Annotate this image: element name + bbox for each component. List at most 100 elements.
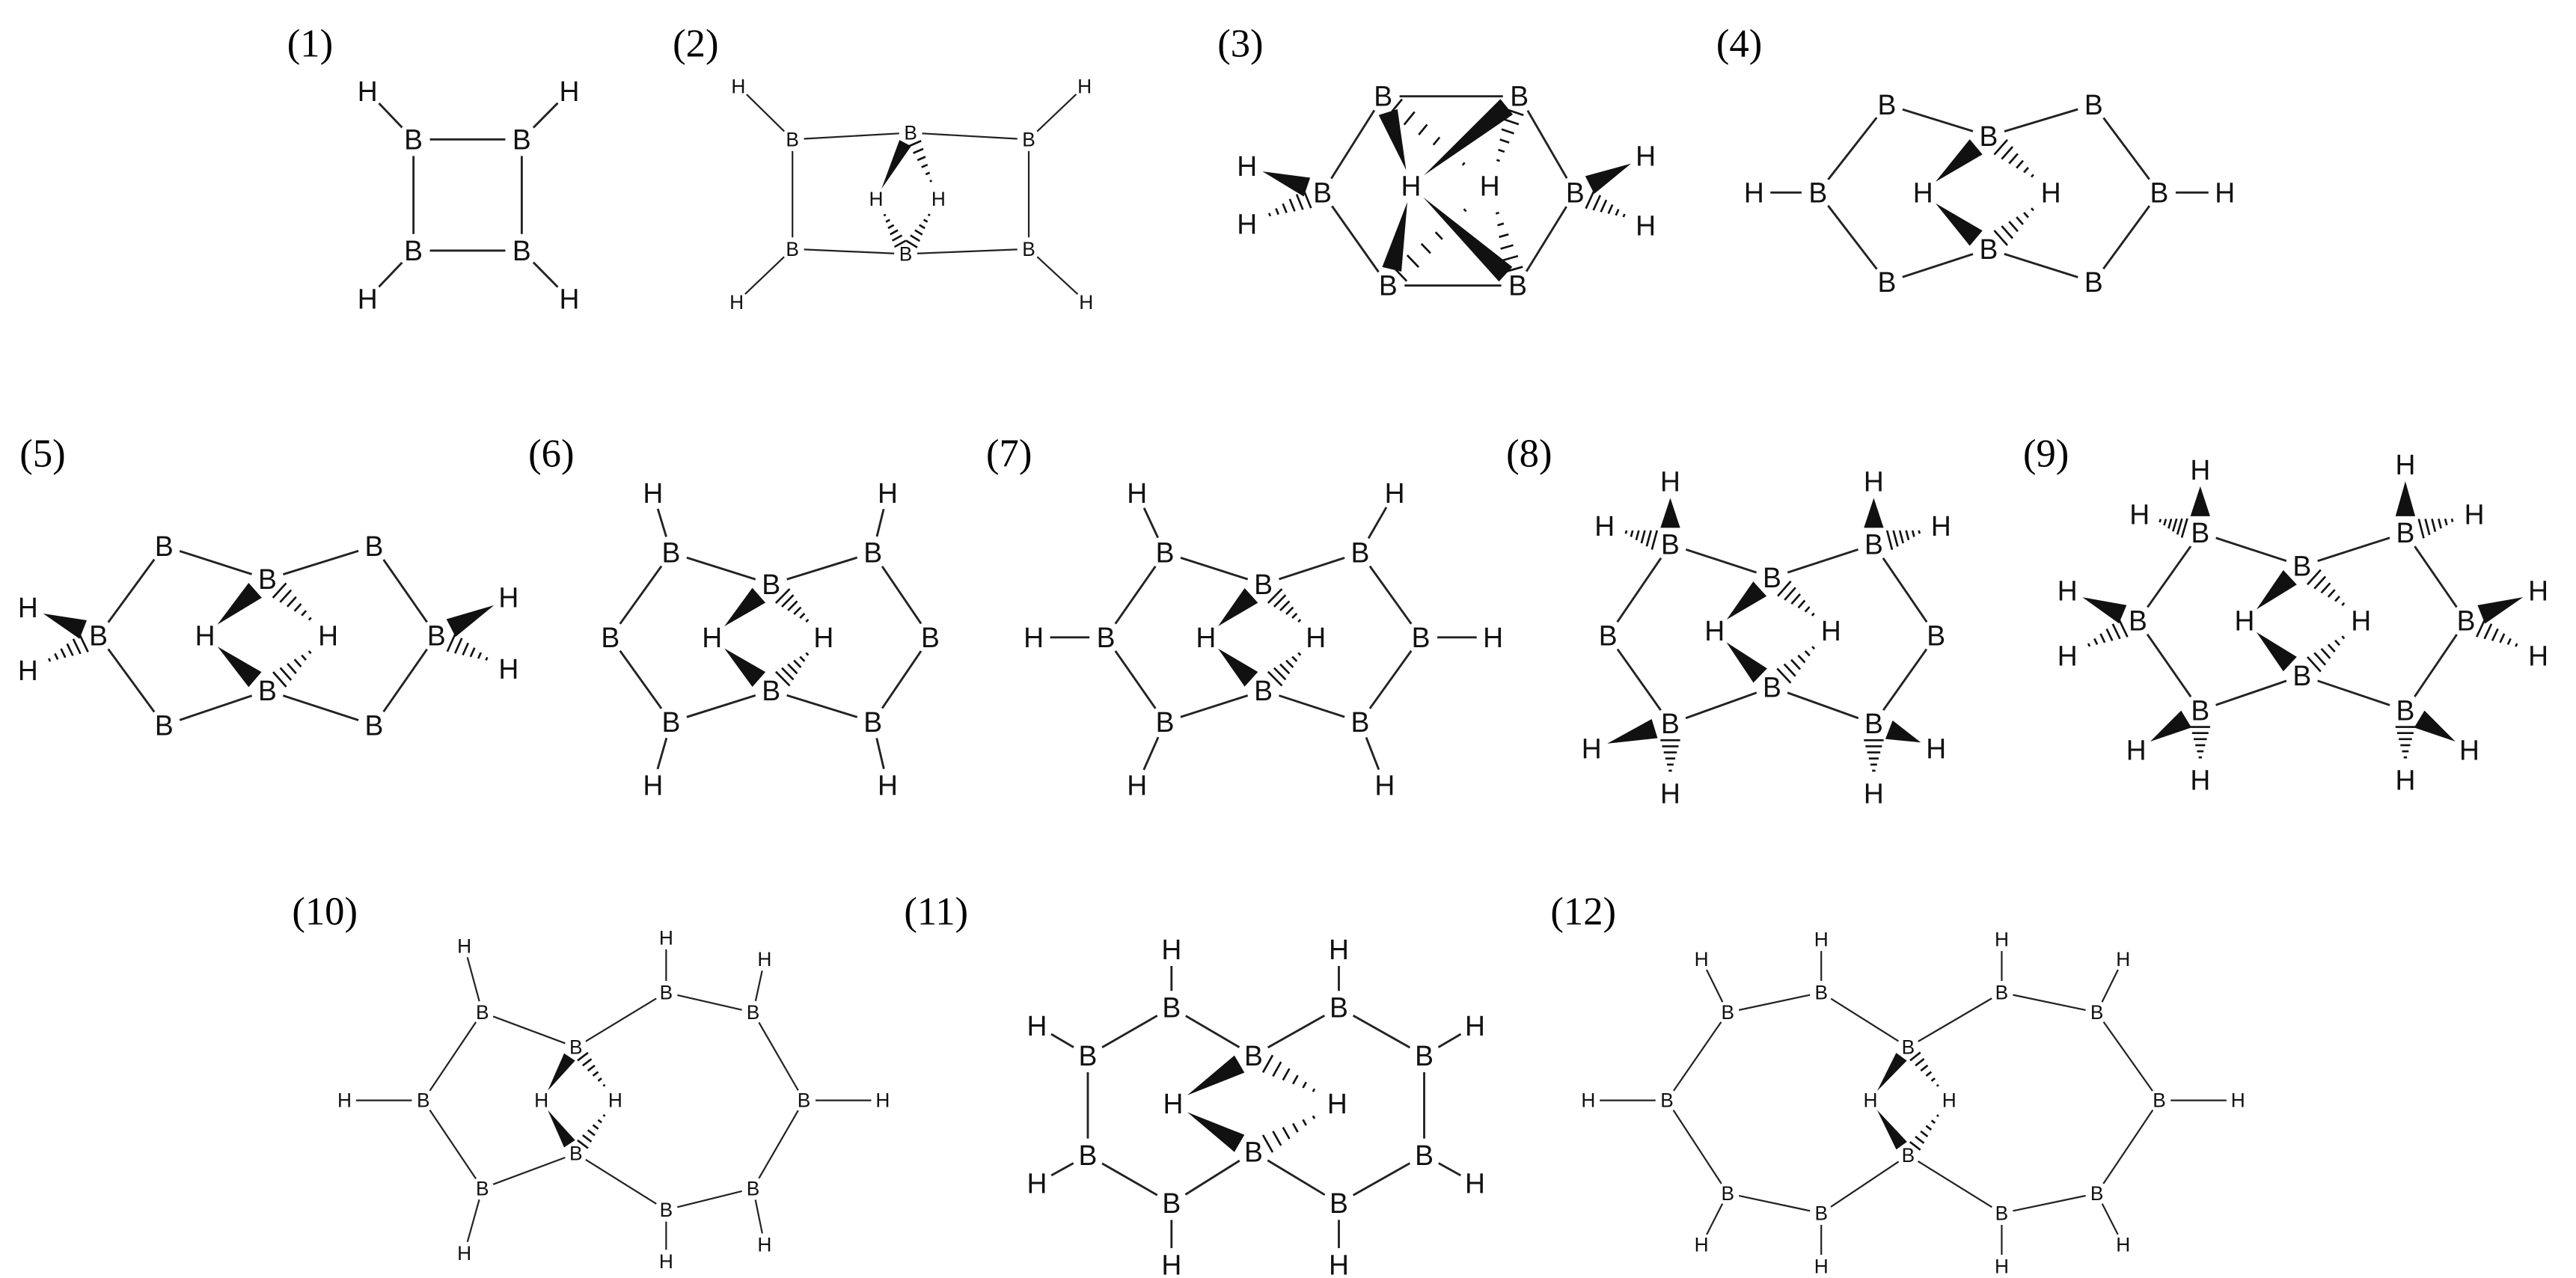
hash-stroke [2176,518,2183,535]
hash-stroke [1784,587,1796,601]
hydrogen-atom: H [729,291,744,314]
hash-bond [272,650,312,688]
hydrogen-atom: H [757,1234,771,1256]
wedge-bond [724,587,766,627]
hydrogen-atom: H [2129,499,2150,531]
boron-atom: B [404,123,423,155]
bond [2102,117,2150,180]
hash-stroke [1499,138,1510,144]
structure-label: (10) [292,890,358,933]
wedge-bond [1660,498,1680,528]
hydrogen-atom: H [498,653,518,685]
bond [107,558,156,623]
hydrogen-atom: H [1374,769,1395,801]
hash-stroke [301,610,308,617]
hash-stroke [602,1113,606,1117]
bond [2414,634,2458,697]
boron-atom: B [1995,981,2009,1003]
structure-label: (6) [528,432,574,475]
hash-stroke [2417,519,2425,539]
hydrogen-atom: H [1636,140,1656,171]
hash-stroke [1279,600,1291,611]
boron-atom: B [1878,266,1897,298]
bond [382,648,428,713]
bond [2146,633,2192,698]
bond [1525,206,1567,272]
bond [2101,969,2119,1003]
hash-stroke [1297,652,1302,656]
boron-atom: B [786,128,799,150]
hash-stroke [301,654,307,661]
hash-stroke [2444,519,2448,526]
hash-stroke [592,1124,599,1130]
boron-atom: B [1022,128,1035,150]
boron-atom: B [417,1089,430,1112]
boron-atom: B [1508,269,1527,301]
hash-stroke [582,1134,593,1143]
hash-stroke [47,658,52,662]
hydrogen-atom: H [1401,170,1422,201]
bond [922,132,1018,140]
wedge-bond [1876,1110,1907,1150]
bond [2102,1109,2154,1184]
hash-bond [1267,588,1302,623]
hydrogen-atom: H [2459,734,2479,765]
hash-stroke [923,218,928,223]
boron-atom: B [2129,605,2147,636]
boron-atom: B [1244,1040,1263,1071]
boron-atom: B [513,123,531,155]
hash-stroke [1504,108,1524,117]
boron-atom: B [1415,1040,1434,1071]
wedge-bond [2414,710,2456,742]
hydrogen-atom: H [1327,1088,1347,1119]
hash-stroke [1797,654,1806,664]
bond [1368,565,1413,625]
wedge-bond [217,583,262,625]
boron-atom: B [2292,550,2311,581]
bond [1279,557,1345,581]
boron-atom: B [1979,120,1998,152]
hash-stroke [60,648,67,658]
hash-stroke [602,1083,606,1087]
boron-atom: B [2150,177,2169,208]
hash-stroke [577,1139,589,1149]
hash-stroke [799,612,806,619]
bond [466,957,480,1002]
boron-atom: B [1412,622,1431,653]
bond [1050,1033,1074,1048]
hash-stroke [1635,530,1640,541]
wedge-bond [217,646,262,688]
hash-bond [446,633,489,661]
hash-stroke [1463,208,1467,213]
hash-stroke [787,663,798,675]
bond [1827,117,1878,180]
hydrogen-atom: H [1995,928,2009,950]
boron-atom: B [1878,89,1897,120]
hash-stroke [308,617,312,621]
bond [2013,1194,2086,1212]
hash-bond [577,1113,606,1149]
wedge-bond [1423,197,1513,282]
bond [107,648,156,713]
boron-atom: B [569,1143,583,1165]
hash-stroke [1607,204,1614,215]
hash-stroke [2023,167,2029,174]
bond [1685,548,1757,574]
hash-stroke [1920,1064,1929,1072]
boron-atom: B [427,620,446,651]
hash-stroke [587,1129,596,1137]
hash-stroke [587,1064,596,1072]
hash-bond [2395,726,2416,759]
boron-atom: B [1660,1089,1674,1112]
boron-atom: B [2090,1182,2104,1205]
hash-stroke [1295,194,1304,210]
boron-atom: B [899,242,913,265]
bond [1279,694,1345,718]
hash-stroke [1302,1119,1307,1126]
hash-stroke [1273,667,1287,681]
hash-bond [1864,739,1884,772]
hydrogen-atom: H [560,283,580,314]
